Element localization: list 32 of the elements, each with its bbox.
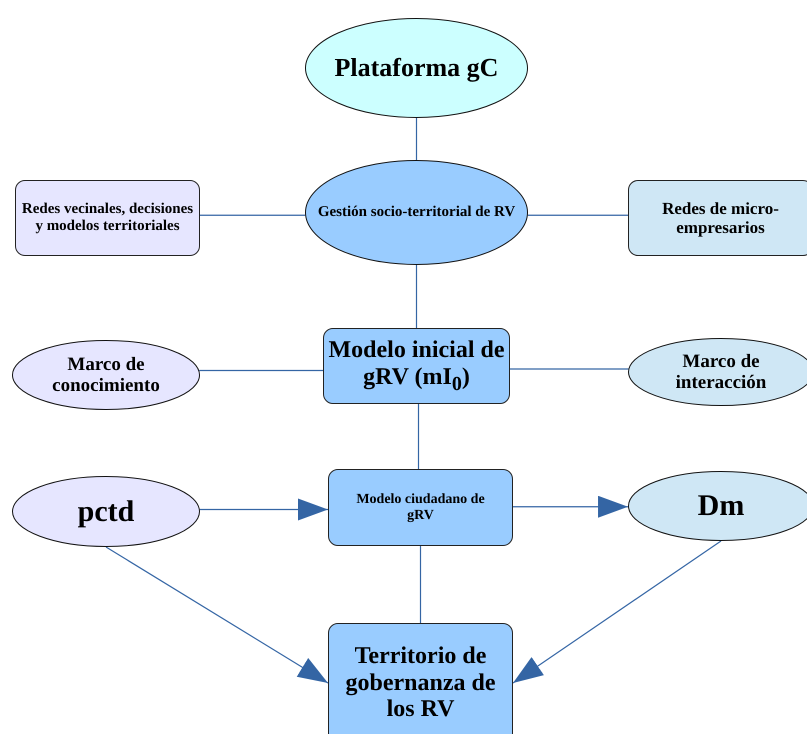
ellipse-node	[12, 340, 200, 410]
node-text: Territorio de gobernanza de los RV	[344, 642, 496, 724]
arrow	[513, 496, 628, 518]
ellipse-node	[12, 476, 200, 547]
ellipse-node	[305, 160, 528, 265]
process-box	[628, 180, 807, 256]
connector-line	[416, 265, 418, 328]
process-box	[323, 328, 510, 404]
node-text: pctd	[78, 494, 134, 528]
node-text: Modelo ciudadano de gRV	[355, 492, 486, 524]
connector-line	[418, 404, 420, 469]
connector-line	[420, 546, 422, 623]
node-text: Plataforma gC	[334, 53, 498, 83]
connector-line	[199, 370, 323, 372]
node-text: Dm	[698, 489, 744, 523]
node-text: Marco de conocimiento	[51, 354, 161, 396]
node-text: Gestión socio-territorial de RV	[318, 204, 516, 221]
process-box	[15, 180, 200, 256]
node-text: Marco de interacción	[674, 350, 768, 394]
ellipse-node	[305, 18, 528, 118]
arrow	[200, 498, 328, 520]
connector-line	[416, 118, 418, 160]
node-text: Redes vecinales, decisiones y modelos territoriales	[20, 201, 194, 235]
connector-line	[528, 214, 628, 216]
node-text: Modelo inicial de gRV (mI$_{0}$)	[328, 336, 506, 396]
process-box	[328, 469, 513, 546]
process-box	[328, 623, 513, 734]
arrow	[106, 546, 328, 684]
node-text: Redes de micro-empresarios	[661, 198, 780, 238]
connector-line	[510, 368, 628, 370]
connector-line	[200, 214, 306, 216]
arrow	[512, 540, 722, 684]
